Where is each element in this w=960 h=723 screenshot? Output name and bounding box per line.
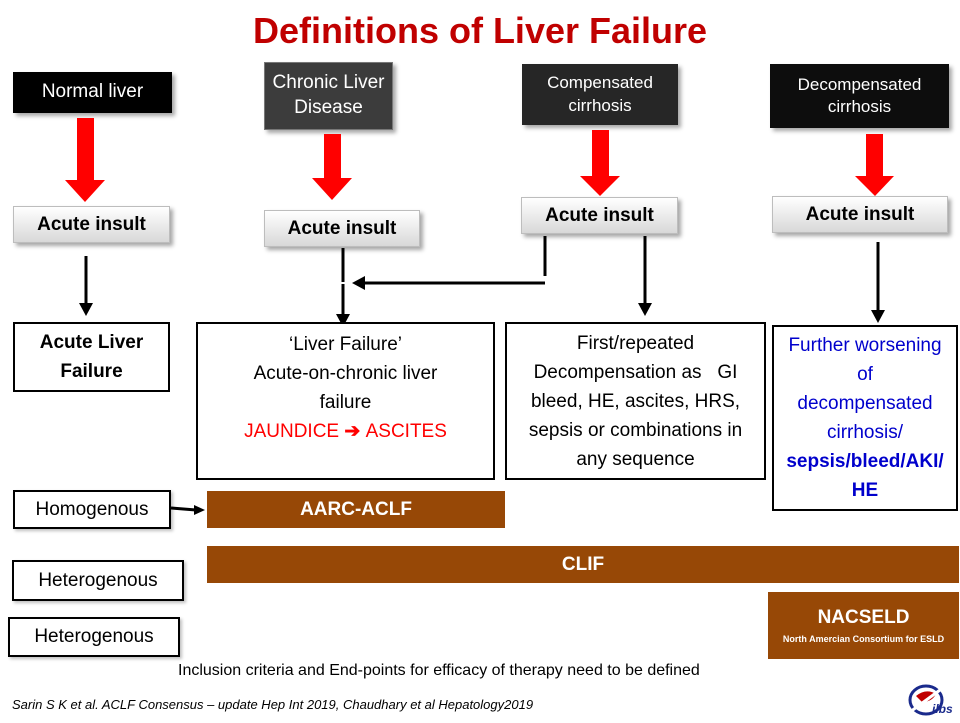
right-arrow-icon: ➔	[344, 421, 366, 442]
black-arrow-head	[79, 303, 93, 316]
acute-insult-label: Acute insult	[287, 217, 397, 239]
black-arrow-head	[194, 505, 205, 515]
nacseld-box: NACSELD North Amercian Consortium for ES…	[768, 592, 959, 659]
footer-note: Inclusion criteria and End-points for ef…	[178, 662, 700, 679]
stage-chronic-label: Chronic Liver Disease	[272, 72, 385, 118]
first-decompensation-text: First/repeated Decompensation as GI blee…	[528, 332, 748, 470]
black-arrow-head	[638, 303, 652, 316]
slide-title: Definitions of Liver Failure	[252, 10, 708, 51]
acute-insult-label: Acute insult	[805, 203, 915, 225]
acute-insult-label: Acute insult	[37, 213, 146, 235]
citation: Sarin S K et al. ACLF Consensus – update…	[12, 697, 534, 712]
jaundice-text: JAUNDICE	[244, 421, 340, 442]
acute-insult-box: Acute insult	[521, 197, 678, 234]
liver-logo-icon	[908, 684, 944, 716]
nacseld-label: NACSELD	[817, 606, 910, 628]
ilbs-logo: ilbs	[904, 682, 956, 718]
red-arrows	[65, 118, 894, 202]
homogenous-label: Homogenous	[35, 498, 149, 520]
stage-decompensated-label: Decompensated cirrhosis	[797, 74, 922, 116]
stage-compensated-label: Compensated cirrhosis	[547, 73, 653, 115]
further-worsening-text: Further worsening of decompensated cirrh…	[788, 335, 942, 443]
acute-insult-box: Acute insult	[13, 206, 170, 243]
aclf-line-2: Acute-on-chronic liver failure	[253, 363, 438, 413]
outcome-first-decompensation: First/repeated Decompensation as GI blee…	[505, 322, 766, 480]
red-arrow-down	[312, 134, 352, 200]
acute-liver-failure-text: Acute Liver Failure	[39, 332, 144, 382]
black-arrow-head	[336, 314, 350, 327]
aarc-aclf-bar: AARC-ACLF	[207, 491, 505, 528]
black-arrow-line	[170, 506, 197, 512]
aclf-progression: JAUNDICE ➔ ASCITES	[244, 417, 447, 446]
stage-compensated-cirrhosis: Compensated cirrhosis	[522, 64, 678, 125]
ilbs-logo-text: ilbs	[932, 702, 953, 716]
black-arrow-head	[871, 310, 885, 323]
aclf-line-1: ‘Liver Failure’	[289, 334, 402, 355]
acute-insult-box: Acute insult	[772, 196, 948, 233]
heterogenous-label: Heterogenous	[38, 569, 158, 591]
further-worsening-bold: sepsis/bleed/AKI/HE	[786, 451, 944, 501]
aarc-aclf-label: AARC-ACLF	[300, 498, 412, 520]
heterogenous-label: Heterogenous	[34, 626, 154, 647]
stage-normal-liver-label: Normal liver	[41, 81, 144, 103]
stage-decompensated-cirrhosis: Decompensated cirrhosis	[770, 64, 949, 128]
red-arrow-down	[855, 134, 894, 196]
category-heterogenous: Heterogenous	[12, 560, 184, 601]
outcome-acute-liver-failure: Acute Liver Failure	[13, 322, 170, 392]
nacseld-subtitle: North Amercian Consortium for ESLD	[782, 633, 945, 644]
stage-normal-liver: Normal liver	[13, 72, 172, 113]
acute-insult-label: Acute insult	[545, 204, 654, 226]
clif-label: CLIF	[561, 553, 605, 575]
black-arrow-head	[352, 276, 365, 290]
outcome-further-worsening: Further worsening of decompensated cirrh…	[772, 325, 958, 511]
category-heterogenous: Heterogenous	[8, 617, 180, 657]
stage-chronic-liver-disease: Chronic Liver Disease	[264, 62, 393, 130]
outcome-aclf: ‘Liver Failure’ Acute-on-chronic liver f…	[196, 322, 495, 480]
ascites-text: ASCITES	[365, 421, 447, 442]
red-arrow-down	[580, 130, 620, 196]
acute-insult-box: Acute insult	[264, 210, 420, 247]
category-homogenous: Homogenous	[13, 490, 171, 529]
clif-bar: CLIF	[207, 546, 959, 583]
red-arrow-down	[65, 118, 105, 202]
